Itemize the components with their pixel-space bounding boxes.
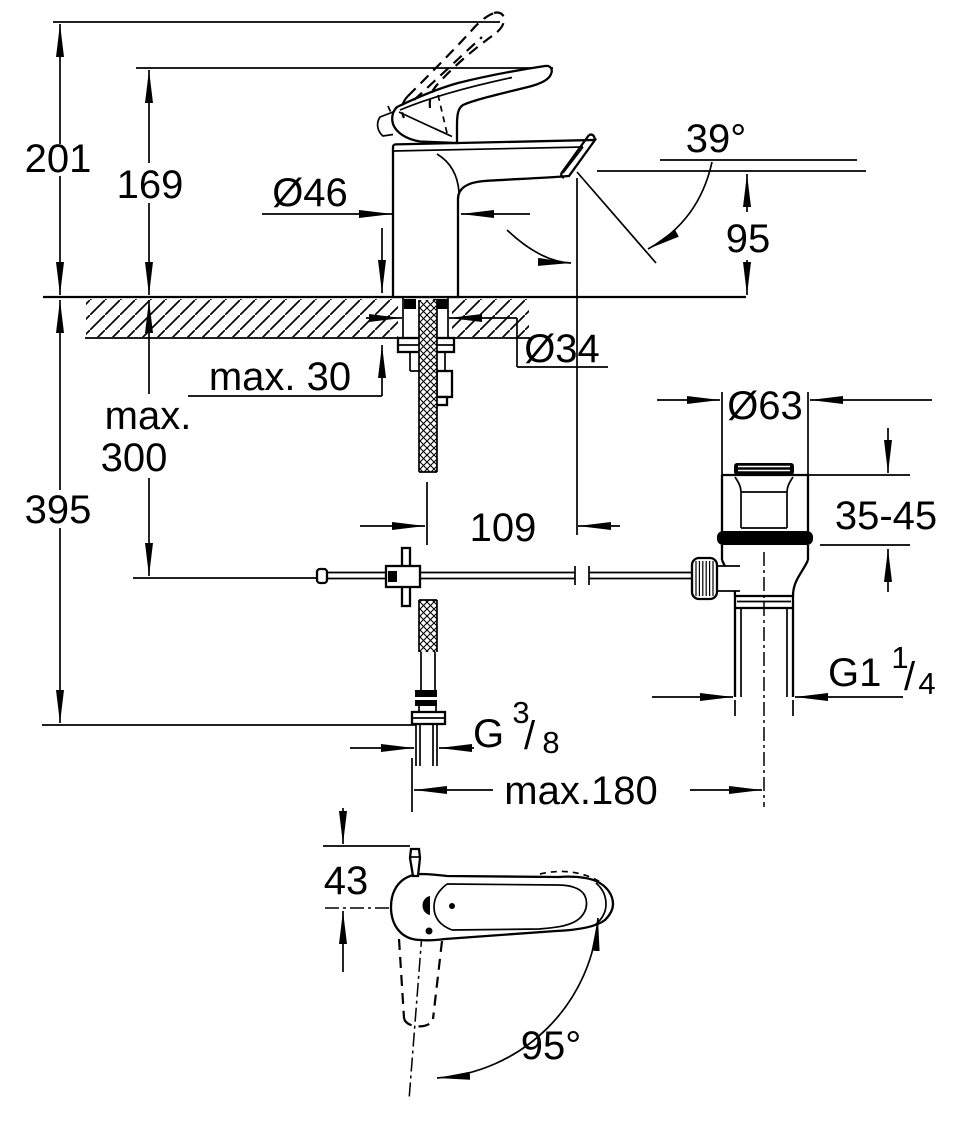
dim-dia34-label: Ø34 — [524, 327, 600, 371]
drain-valve — [690, 463, 813, 807]
svg-text:8: 8 — [542, 725, 559, 760]
dim-109-label: 109 — [470, 506, 537, 550]
swivel-angle-arc — [436, 917, 600, 1080]
drain-tailpipe — [740, 608, 788, 697]
supply-hose — [410, 300, 447, 766]
svg-text:/: / — [524, 714, 536, 758]
dim-395-label: 395 — [25, 488, 92, 532]
dim-dia63-label: Ø63 — [727, 384, 803, 428]
dim-dia46-label: Ø46 — [272, 171, 348, 215]
faucet-side-view — [376, 11, 713, 766]
aerator — [560, 133, 597, 180]
dimension-arrows — [56, 24, 932, 972]
dim-169-label: 169 — [117, 163, 184, 207]
spray-angle-arc — [647, 161, 713, 250]
spray-angle-line — [576, 171, 657, 264]
svg-text:G: G — [473, 712, 504, 756]
swivel-arc — [506, 229, 572, 266]
dim-max300-value: 300 — [101, 436, 168, 480]
rod-knob — [690, 556, 719, 601]
svg-text:G1: G1 — [828, 651, 881, 695]
lever-raised-dashed — [400, 11, 506, 119]
faucet-body-spout — [391, 138, 598, 299]
lever-handle-side — [391, 64, 553, 145]
dim-35-45-label: 35-45 — [835, 494, 937, 538]
dim-max300-word: max. — [105, 394, 192, 438]
dimension-labels: 201 169 Ø46 39° 95 max. 30 Ø34 max. 300 … — [25, 117, 938, 1068]
handle-top-view — [325, 847, 615, 1101]
dim-39deg-label: 39° — [686, 117, 747, 161]
plug-disc — [734, 463, 794, 475]
svg-text:/: / — [904, 655, 916, 699]
lever-pin — [408, 847, 422, 878]
dim-max180-label: max.180 — [504, 769, 657, 813]
dim-max30-label: max. 30 — [209, 355, 351, 399]
dim-43-label: 43 — [324, 859, 369, 903]
svg-text:3: 3 — [512, 695, 529, 730]
dim-95-label: 95 — [726, 217, 771, 261]
pop-up-rod — [315, 546, 692, 608]
supply-thread-end — [415, 724, 438, 766]
extension-lines — [42, 21, 910, 847]
dim-g3-8-label: G 3 / 8 — [473, 695, 560, 760]
svg-text:1: 1 — [891, 640, 908, 675]
dim-95deg-label: 95° — [521, 1024, 582, 1068]
svg-text:4: 4 — [918, 666, 935, 701]
dim-g1-14-label: G1 1 / 4 — [828, 640, 936, 701]
gasket — [717, 531, 813, 545]
dim-201-label: 201 — [25, 137, 92, 181]
